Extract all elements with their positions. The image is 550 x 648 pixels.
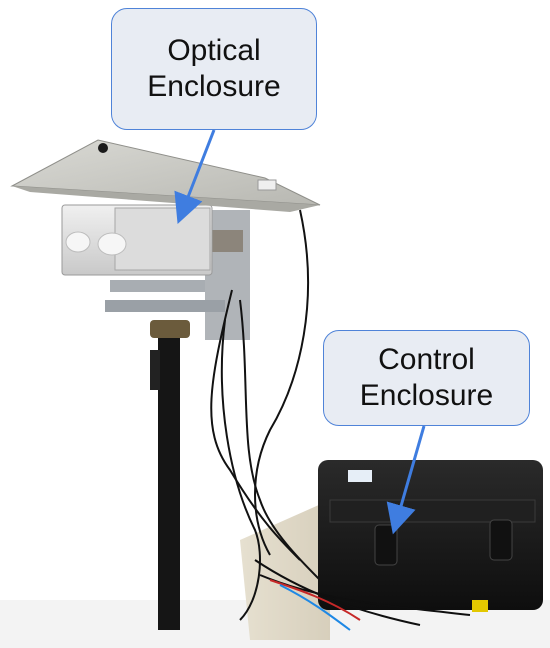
roof-shade (10, 139, 321, 206)
control-callout-line2: Enclosure (359, 379, 494, 412)
optical-callout-line1: Optical (167, 34, 261, 67)
lens-right (97, 232, 127, 256)
control-callout-line1: Control (378, 343, 475, 376)
cable-2 (239, 299, 321, 581)
mount-plate (205, 230, 243, 252)
cable-1 (210, 289, 301, 561)
wire-blue (279, 584, 351, 631)
lens-left (65, 231, 91, 253)
wire-1 (254, 559, 421, 626)
frame-bar-low (105, 300, 225, 312)
cable-4 (220, 319, 261, 621)
optical-callout-arrow (174, 129, 216, 224)
optical-box-side (114, 207, 211, 271)
optical-callout-line2: Enclosure (147, 70, 281, 103)
tripod-head (150, 320, 190, 338)
cloth (240, 500, 330, 640)
cable-3 (254, 209, 309, 556)
case-sticker (348, 470, 372, 482)
control-callout-arrow (386, 425, 426, 535)
case-warning-label (472, 600, 488, 612)
optical-enclosure-callout: Optical Enclosure (111, 8, 317, 130)
roof-label (257, 179, 277, 191)
case-lid-edge (329, 499, 536, 523)
case-latch-right (489, 519, 513, 561)
case-latch-left (374, 524, 398, 566)
control-enclosure-callout: Control Enclosure (323, 330, 530, 426)
tripod-clamp (150, 350, 160, 390)
control-case (318, 460, 543, 610)
tripod-pole (158, 330, 180, 630)
roof-underside (12, 186, 320, 212)
roof-knob (98, 143, 108, 153)
wire-red (269, 579, 361, 621)
